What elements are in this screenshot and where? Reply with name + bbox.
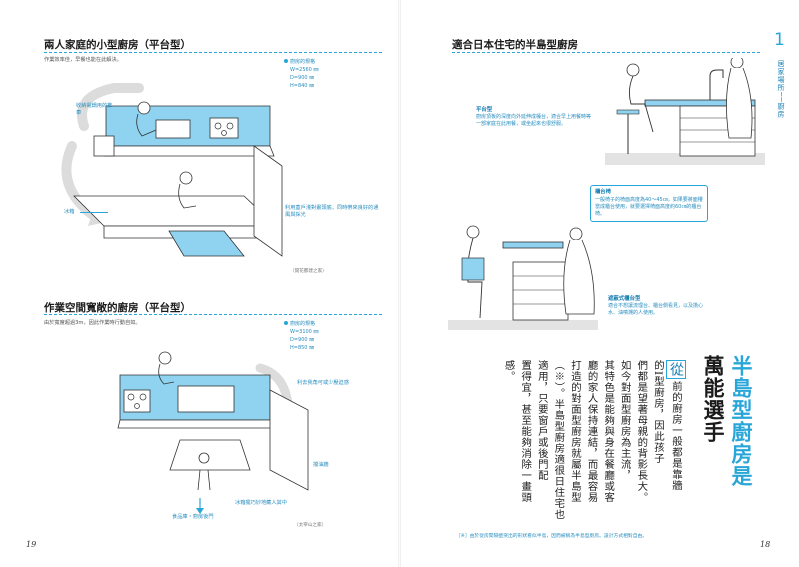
main-title-line2: 萬能選手: [701, 355, 727, 443]
raised-counter-illustration: [448, 225, 598, 330]
chapter-marker: 1 居家場所──廚房: [770, 30, 794, 150]
section1-credit: （開花都建之家）: [290, 269, 327, 274]
label-window: 利用蓋戶淺對畫頭底，同時帶來良好的通風與採光: [285, 205, 379, 218]
section1-specs: 廚房的規格 W=2560 ㎜ D=900 ㎜ H=840 ㎜: [284, 58, 318, 90]
section1-title: 兩人家庭的小型廚房（平台型）: [44, 39, 191, 51]
section2-credit: （太宰山之家）: [294, 523, 327, 528]
main-title-line1: 半島型廚房是: [729, 355, 755, 487]
book-gutter: [398, 0, 401, 567]
section2-rule: [44, 314, 382, 315]
label-fridge-niche: 冰箱擺巧妙地藏人其中: [235, 500, 287, 506]
bar-stool-note: 櫃台椅 一般椅子的椅面高度為40～45㎝，如果要將面樓當成櫃台使用，就要選擇椅面…: [590, 185, 708, 222]
label-corner: 利去我角可或少壓迫感: [297, 380, 349, 386]
dropcap: 從: [665, 360, 686, 379]
bullet-dot-icon: [284, 59, 288, 63]
section2-specs: 廚房的規格 W=3100 ㎜ D=900 ㎜ H=850 ㎜: [284, 320, 318, 352]
page-number-left: 19: [26, 540, 37, 549]
flat-counter-note: 平台型 廚房頂板的深度向外延伸成檯台，適合早上用餐時等一部家庭在此用餐，或坐起來…: [476, 107, 592, 127]
wide-kitchen-illustration: [117, 351, 309, 514]
section1-intro: 作業效率佳，早餐也能在此解決。: [44, 57, 122, 63]
bullet-dot-icon: [284, 321, 288, 325]
section2-intro: 由於寬度超過3m，因此作業時行動自如。: [44, 320, 141, 326]
footnote: ［※］由於從房間隔壁突出的形狀看似半島，因而被稱為半島型廚房。設計方式相對自由。: [456, 534, 648, 539]
label-appliance-cart: 收納電鍋用的推車: [76, 103, 113, 116]
small-kitchen-illustration: [61, 83, 283, 257]
raised-counter-note: 遮蔽式櫃台型 適合不想讓流理台、櫃台側看見，以及擔心水、油噴濺的人使用。: [608, 296, 704, 316]
left-page: 兩人家庭的小型廚房（平台型） 作業效率佳，早餐也能在此解決。 廚房的規格 W=2…: [0, 0, 399, 567]
leader-line: [80, 212, 108, 213]
label-fridge: 冰箱: [64, 209, 75, 215]
page-number-right: 18: [760, 540, 771, 549]
section1-rule: [44, 52, 382, 53]
right-section-title: 適合日本住宅的半島型廚房: [452, 39, 578, 51]
chapter-number: 1: [774, 30, 785, 50]
label-splash-wall: 擋油牆: [313, 462, 329, 468]
body-text: 從前的廚房一般都是靠牆 的I型廚房，因此孩子 們都是望著母親的背影長大。 如今對…: [502, 360, 686, 520]
label-pantry: 食品庫・廚房後門: [172, 514, 214, 520]
chapter-label: 居家場所──廚房: [777, 60, 785, 119]
section2-title: 作業空間寬敞的廚房（平台型）: [44, 302, 191, 314]
flat-counter-illustration: [605, 58, 765, 165]
right-section-rule: [452, 52, 760, 53]
right-page: 適合日本住宅的半島型廚房 1 居家場所──廚房 平台型 廚房頂板的深度向外延伸成…: [400, 0, 799, 567]
